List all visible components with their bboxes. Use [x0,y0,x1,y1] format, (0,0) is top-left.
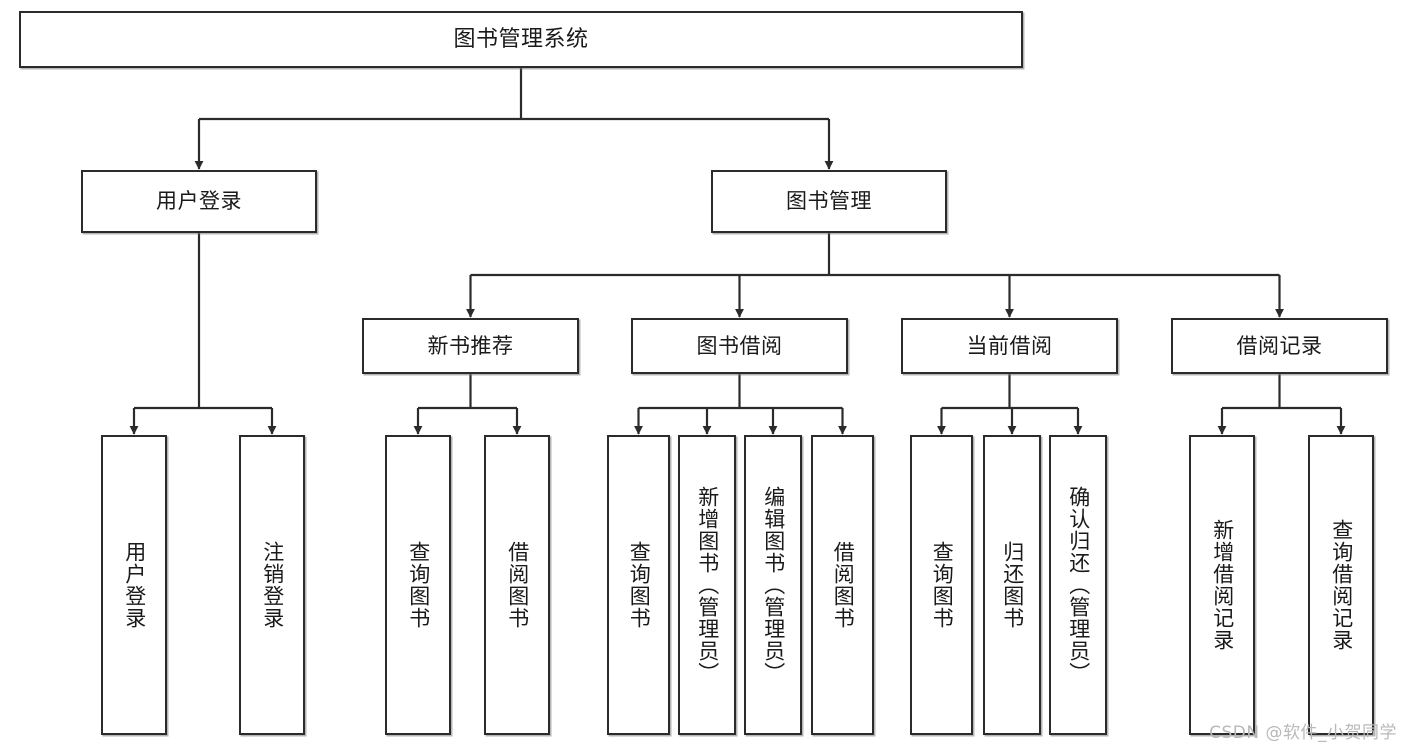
node-label-leaf-rec-add: 新增借阅记录 [1210,519,1235,651]
node-label-newbook: 新书推荐 [427,333,514,358]
node-current[interactable]: 当前借阅 [901,318,1118,374]
node-label-leaf-logout: 注销登录 [260,541,285,629]
node-leaf-cur-conf[interactable]: 确认归还（管理员） [1049,435,1107,735]
node-label-borrowbook: 图书借阅 [696,333,783,358]
node-label-leaf-bb-lend: 借阅图书 [831,541,856,629]
node-login[interactable]: 用户登录 [81,170,317,233]
node-leaf-cur-query[interactable]: 查询图书 [910,435,973,735]
node-root[interactable]: 图书管理系统 [19,11,1023,68]
node-leaf-bb-query[interactable]: 查询图书 [607,435,670,735]
node-records[interactable]: 借阅记录 [1171,318,1388,374]
node-label-leaf-cur-query: 查询图书 [930,541,955,629]
csdn-watermark: CSDN @软件_小贺同学 [1209,723,1397,743]
node-label-leaf-cur-ret: 归还图书 [1000,541,1025,629]
node-leaf-bb-lend[interactable]: 借阅图书 [811,435,874,735]
node-leaf-bb-edit[interactable]: 编辑图书（管理员） [744,435,802,735]
node-label-leaf-bb-edit: 编辑图书（管理员） [761,486,786,684]
node-label-leaf-rec-qry: 查询借阅记录 [1329,519,1354,651]
node-bookmgmt[interactable]: 图书管理 [711,170,947,233]
node-label-login: 用户登录 [156,189,242,214]
node-leaf-login[interactable]: 用户登录 [101,435,167,735]
node-label-bookmgmt: 图书管理 [786,189,872,214]
node-leaf-cur-ret[interactable]: 归还图书 [983,435,1041,735]
node-leaf-nb-query[interactable]: 查询图书 [385,435,451,735]
node-leaf-rec-qry[interactable]: 查询借阅记录 [1308,435,1374,735]
node-newbook[interactable]: 新书推荐 [362,318,579,374]
node-label-leaf-login: 用户登录 [122,541,147,629]
node-label-leaf-cur-conf: 确认归还（管理员） [1066,486,1091,684]
node-label-leaf-bb-query: 查询图书 [627,541,652,629]
node-borrowbook[interactable]: 图书借阅 [631,318,848,374]
node-label-records: 借阅记录 [1236,333,1323,358]
node-label-leaf-nb-query: 查询图书 [406,541,431,629]
node-leaf-rec-add[interactable]: 新增借阅记录 [1189,435,1255,735]
node-leaf-logout[interactable]: 注销登录 [239,435,305,735]
node-label-leaf-nb-borrow: 借阅图书 [505,541,530,629]
node-label-root: 图书管理系统 [453,26,589,52]
node-label-current: 当前借阅 [966,333,1053,358]
node-leaf-bb-add[interactable]: 新增图书（管理员） [678,435,736,735]
connector-edges [129,68,1346,435]
node-label-leaf-bb-add: 新增图书（管理员） [695,486,720,684]
node-leaf-nb-borrow[interactable]: 借阅图书 [484,435,550,735]
